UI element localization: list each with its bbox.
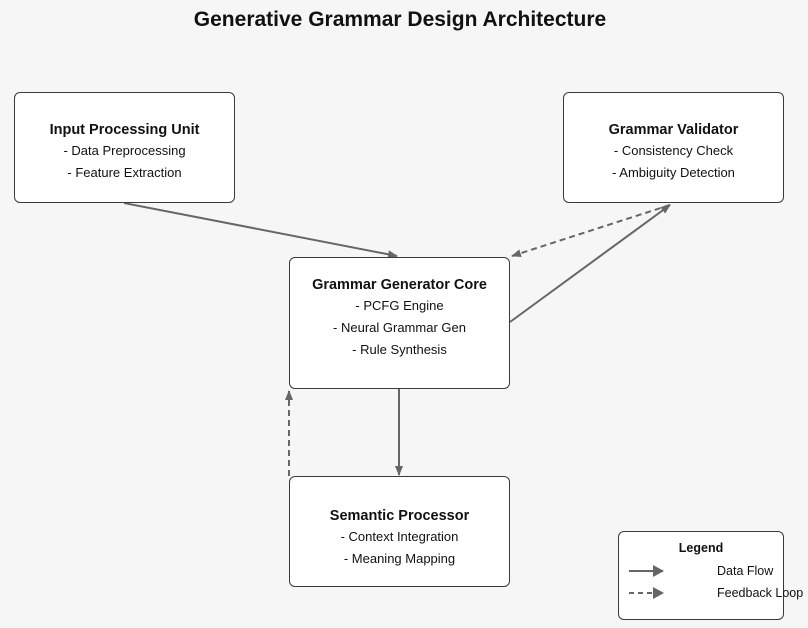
edge-validator-to-core — [511, 204, 671, 258]
node-item: - PCFG Engine — [355, 298, 444, 313]
node-item: - Context Integration — [340, 529, 459, 544]
legend-feedback-loop-label: Feedback Loop — [717, 586, 804, 600]
node-item: - Ambiguity Detection — [612, 165, 735, 180]
legend-dashed-arrow-icon — [629, 587, 664, 599]
node-semantic-processor: Semantic Processor - Context Integration… — [289, 476, 510, 587]
node-title: Semantic Processor — [329, 508, 470, 524]
node-item: - Rule Synthesis — [352, 342, 447, 357]
legend-data-flow-label: Data Flow — [717, 564, 774, 578]
node-title: Grammar Generator Core — [312, 277, 487, 293]
legend: Legend Data Flow Feedback Loop — [618, 531, 803, 620]
node-grammar-validator: Grammar Validator - Consistency Check - … — [563, 92, 784, 203]
edge-input-to-core — [123, 202, 398, 259]
node-item: - Meaning Mapping — [343, 551, 456, 566]
node-title: Input Processing Unit — [49, 122, 200, 138]
edge-core-to-validator — [509, 204, 671, 323]
diagram-title: Generative Grammar Design Architecture — [193, 8, 607, 31]
node-title: Grammar Validator — [608, 122, 739, 138]
node-item: - Data Preprocessing — [63, 143, 186, 158]
legend-title: Legend — [678, 541, 724, 555]
node-grammar-generator-core: Grammar Generator Core - PCFG Engine - N… — [289, 257, 510, 389]
node-item: - Feature Extraction — [67, 165, 182, 180]
node-input-processing-unit: Input Processing Unit - Data Preprocessi… — [14, 92, 235, 203]
node-item: - Neural Grammar Gen — [333, 320, 466, 335]
legend-solid-arrow-icon — [629, 565, 664, 577]
node-item: - Consistency Check — [613, 143, 734, 158]
